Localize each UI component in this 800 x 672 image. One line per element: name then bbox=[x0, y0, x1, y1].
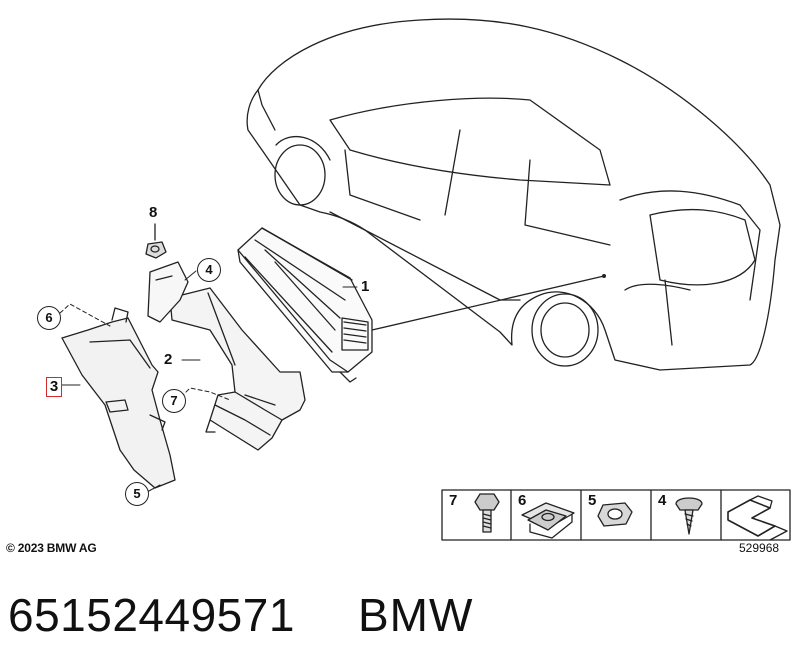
holder-clip bbox=[147, 261, 189, 323]
drawing-number: 529968 bbox=[739, 541, 780, 555]
legend-label-6: 6 bbox=[518, 492, 527, 509]
nut-8 bbox=[145, 223, 167, 259]
callout-7: 7 bbox=[162, 389, 186, 413]
leader-lines bbox=[59, 270, 358, 493]
legend-frame bbox=[441, 489, 791, 541]
callout-5: 5 bbox=[125, 482, 149, 506]
callout-3-highlighted: 3 bbox=[46, 377, 62, 397]
legend-label-4: 4 bbox=[658, 492, 667, 509]
hole-shape-icon bbox=[727, 495, 788, 541]
bolt-7-icon bbox=[474, 493, 500, 533]
callout-4: 4 bbox=[197, 258, 221, 282]
cover-panel bbox=[61, 307, 176, 489]
callout-6: 6 bbox=[37, 306, 61, 330]
copyright-notice: © 2023 BMW AG bbox=[6, 541, 97, 555]
part-number: 65152449571 bbox=[8, 589, 295, 641]
bracket bbox=[169, 287, 306, 451]
clip-nut-6-icon bbox=[521, 502, 575, 539]
callout-2: 2 bbox=[164, 351, 173, 368]
legend-label-7: 7 bbox=[449, 492, 458, 509]
callout-1: 1 bbox=[361, 278, 370, 295]
screw-4-icon bbox=[675, 497, 703, 535]
leader-line-car bbox=[371, 275, 605, 331]
nut-5-icon bbox=[597, 502, 633, 527]
brand-name: BMW bbox=[358, 589, 474, 641]
callout-8: 8 bbox=[149, 204, 158, 221]
legend-label-5: 5 bbox=[588, 492, 597, 509]
amplifier-unit bbox=[237, 227, 373, 383]
